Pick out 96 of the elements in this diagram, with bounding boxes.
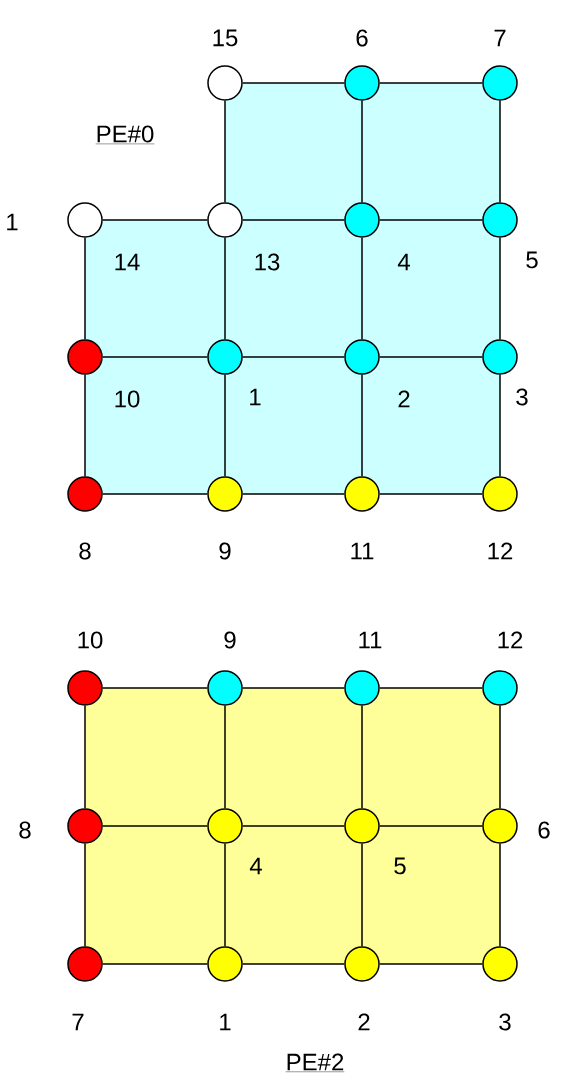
mesh-node	[207, 631, 243, 706]
mesh-edge	[84, 843, 86, 947]
mesh-edge	[499, 100, 501, 203]
mesh-edge	[361, 100, 363, 203]
node-number: 6	[538, 821, 550, 839]
mesh-node	[344, 202, 410, 271]
mesh-node	[67, 631, 103, 706]
mesh-edge	[84, 374, 86, 477]
mesh-node	[482, 808, 550, 844]
mesh-node	[344, 631, 382, 706]
mesh-edge	[242, 82, 345, 84]
mesh-edge	[224, 843, 226, 947]
mesh-edge	[102, 356, 208, 358]
mesh-node	[207, 29, 243, 101]
mesh-node	[482, 631, 523, 706]
node-number: 7	[494, 29, 506, 47]
mesh-edge	[361, 374, 363, 477]
mesh-edge	[499, 705, 501, 809]
mesh-edge	[379, 82, 483, 84]
mesh-node	[207, 202, 280, 271]
node-number: 7	[72, 1013, 84, 1031]
stray-number: 1	[7, 213, 18, 231]
node-number: 4	[249, 857, 262, 875]
node-number: 10	[115, 390, 140, 408]
mesh-node	[482, 29, 518, 101]
mesh-edge	[361, 237, 363, 340]
mesh-edge	[84, 237, 86, 340]
node-number: 12	[498, 631, 523, 649]
node-number: 8	[79, 542, 91, 560]
mesh-node	[344, 476, 380, 560]
mesh-edge	[361, 843, 363, 947]
mesh-node	[482, 339, 528, 406]
mesh-edge	[242, 963, 345, 965]
mesh-edge	[379, 493, 483, 495]
mesh-edge	[361, 705, 363, 809]
node-number: 3	[516, 388, 528, 406]
mesh-edge	[242, 493, 345, 495]
mesh-edge	[379, 219, 483, 221]
mesh-edge	[499, 237, 501, 340]
mesh-node	[344, 946, 380, 1031]
mesh-edge	[379, 687, 483, 689]
node-number: 10	[78, 631, 103, 649]
mesh-edge	[242, 687, 345, 689]
mesh-node	[344, 808, 406, 875]
mesh-edge	[224, 374, 226, 477]
mesh-node	[482, 946, 518, 1031]
panel-title: PE#2	[285, 1053, 345, 1072]
node-number: 12	[488, 542, 513, 560]
mesh-edge	[102, 687, 208, 689]
mesh-node	[482, 202, 538, 269]
mesh-edge	[499, 843, 501, 947]
node-number: 9	[219, 542, 231, 560]
mesh-edge	[102, 963, 208, 965]
node-number: 9	[224, 631, 236, 649]
mesh-edge	[102, 825, 208, 827]
mesh-edge	[499, 374, 501, 477]
node-number: 1	[220, 1013, 231, 1031]
mesh-node	[67, 339, 140, 408]
mesh-node	[482, 476, 518, 560]
node-number: 4	[397, 253, 410, 271]
node-number: 11	[351, 542, 374, 560]
mesh-edge	[379, 963, 483, 965]
mesh-node	[207, 339, 261, 406]
node-number: 8	[19, 821, 31, 839]
mesh-edge	[84, 705, 86, 809]
mesh-edge	[102, 493, 208, 495]
mesh-node	[67, 476, 103, 560]
mesh-edge	[242, 219, 345, 221]
node-number: 1	[250, 388, 261, 406]
mesh-edge	[224, 100, 226, 203]
mesh-node	[67, 202, 140, 271]
mesh-node	[344, 29, 380, 101]
node-number: 13	[255, 253, 280, 271]
node-number: 2	[358, 1013, 370, 1031]
mesh-node	[207, 476, 243, 560]
mesh-node	[344, 339, 410, 408]
mesh-node	[207, 808, 262, 875]
mesh-edge	[242, 356, 345, 358]
node-number: 14	[115, 253, 140, 271]
node-number: 3	[499, 1013, 511, 1031]
mesh-edge	[242, 825, 345, 827]
node-number: 6	[356, 29, 368, 47]
mesh-node	[67, 946, 103, 1031]
panel-title: PE#0	[95, 125, 155, 145]
mesh-node	[19, 808, 103, 844]
node-number: 2	[398, 390, 410, 408]
mesh-edge	[379, 356, 483, 358]
mesh-node	[207, 946, 243, 1031]
mesh-edge	[224, 237, 226, 340]
node-number: 5	[526, 251, 538, 269]
node-number: 11	[359, 631, 382, 649]
node-number: 5	[394, 857, 406, 875]
mesh-edge	[102, 219, 208, 221]
mesh-edge	[224, 705, 226, 809]
node-number: 15	[213, 29, 238, 47]
mesh-edge	[379, 825, 483, 827]
